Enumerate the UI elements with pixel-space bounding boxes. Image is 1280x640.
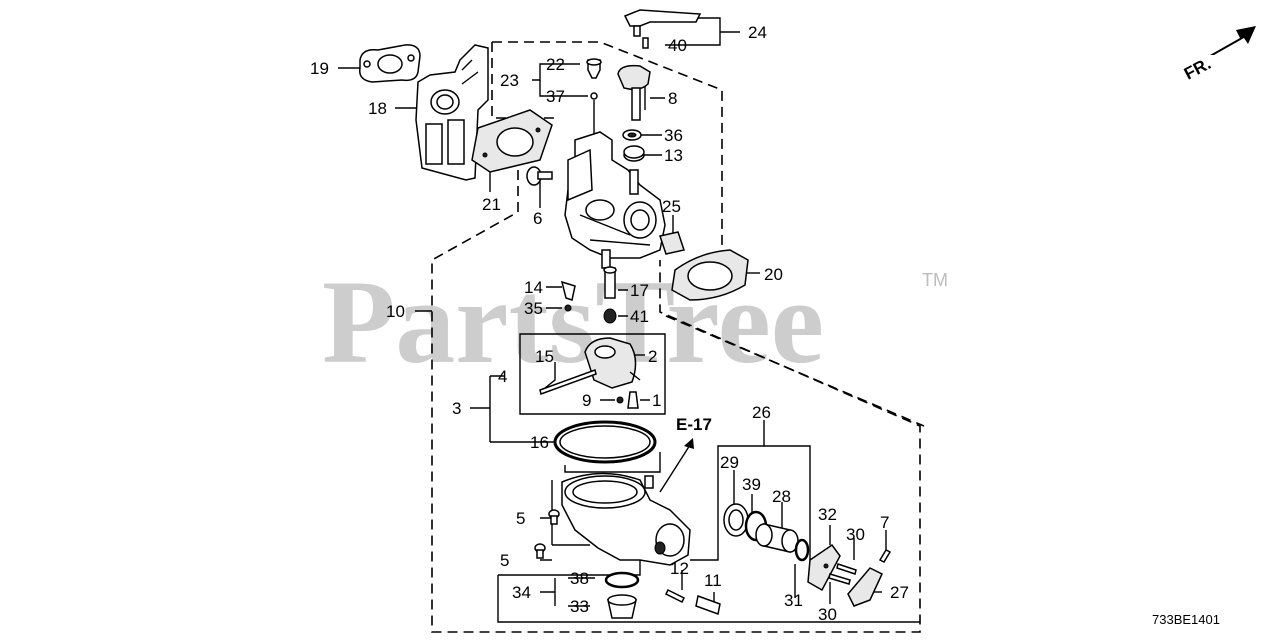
part-drain-plug-33 bbox=[604, 571, 640, 619]
callout-4: 4 bbox=[498, 367, 507, 386]
part-float-valve-1 bbox=[616, 391, 639, 409]
part-carburetor-gasket-21 bbox=[471, 109, 553, 173]
part-carburetor-gasket-20 bbox=[671, 249, 749, 301]
callout-40: 40 bbox=[668, 36, 687, 55]
callout-14: 14 bbox=[524, 278, 543, 297]
front-direction-marker: FR. bbox=[1181, 26, 1256, 84]
diagram-code: 733BE1401 bbox=[1152, 612, 1220, 627]
watermark-trademark: TM bbox=[922, 270, 948, 290]
callout-21: 21 bbox=[482, 195, 501, 214]
callout-19: 19 bbox=[310, 59, 329, 78]
callout-11: 11 bbox=[704, 571, 722, 590]
callout-37: 37 bbox=[546, 87, 565, 106]
part-float-chamber-gasket-16 bbox=[553, 420, 657, 464]
callout-6: 6 bbox=[533, 209, 542, 228]
callout-30a: 30 bbox=[846, 525, 865, 544]
callout-23: 23 bbox=[500, 71, 519, 90]
leader-lines bbox=[338, 17, 920, 623]
part-screw-6 bbox=[526, 166, 553, 186]
part-throttle-shaft-8 bbox=[617, 64, 651, 162]
callout-18: 18 bbox=[368, 99, 387, 118]
callout-20: 20 bbox=[764, 265, 783, 284]
front-direction-label: FR. bbox=[1181, 54, 1214, 84]
front-arrow-icon bbox=[1210, 26, 1256, 55]
callout-9: 9 bbox=[582, 391, 591, 410]
callout-17: 17 bbox=[630, 281, 649, 300]
callout-38: 38 bbox=[570, 569, 589, 588]
part-bolt-5 bbox=[534, 509, 560, 559]
callout-30b: 30 bbox=[818, 605, 837, 624]
part-float-2 bbox=[584, 337, 641, 389]
callout-29: 29 bbox=[720, 453, 739, 472]
part-gasket-25 bbox=[659, 231, 685, 255]
callout-32: 32 bbox=[818, 505, 837, 524]
part-carburetor-body bbox=[564, 131, 666, 269]
callout-7: 7 bbox=[880, 513, 889, 532]
callout-24: 24 bbox=[748, 23, 767, 42]
part-cover-plate-32 bbox=[794, 538, 892, 607]
callout-13: 13 bbox=[664, 146, 683, 165]
part-insulator-gasket-19 bbox=[359, 44, 421, 83]
callout-3: 3 bbox=[452, 399, 461, 418]
reference-e17: E-17 bbox=[676, 415, 712, 434]
callout-2: 2 bbox=[648, 347, 657, 366]
callout-5a: 5 bbox=[516, 509, 525, 528]
part-float-chamber bbox=[561, 472, 691, 566]
callout-labels: 19 18 21 6 23 22 37 24 40 8 36 13 25 20 … bbox=[310, 23, 1220, 627]
part-insulator-plate-18 bbox=[415, 44, 489, 181]
callout-1: 1 bbox=[652, 391, 661, 410]
callout-33: 33 bbox=[570, 597, 589, 616]
callout-12: 12 bbox=[670, 559, 689, 578]
parts bbox=[359, 9, 892, 619]
callout-35: 35 bbox=[524, 299, 543, 318]
callout-15: 15 bbox=[535, 347, 554, 366]
callout-28: 28 bbox=[772, 487, 791, 506]
callout-5b: 5 bbox=[500, 551, 509, 570]
part-float-pin-15 bbox=[539, 369, 597, 395]
part-screw-11 bbox=[664, 588, 721, 616]
part-clip-14 bbox=[560, 280, 576, 312]
callout-39: 39 bbox=[742, 475, 761, 494]
callout-25: 25 bbox=[662, 197, 681, 216]
part-main-jet-17 bbox=[603, 266, 617, 324]
callout-26: 26 bbox=[752, 403, 771, 422]
callout-31: 31 bbox=[784, 591, 803, 610]
part-pilot-screw-22 bbox=[586, 58, 602, 140]
callout-8: 8 bbox=[668, 89, 677, 108]
part-choke-lever-24 bbox=[623, 9, 702, 49]
callout-36: 36 bbox=[664, 126, 683, 145]
watermark-text: PartsTree bbox=[322, 255, 824, 388]
callout-27: 27 bbox=[890, 583, 909, 602]
callout-41: 41 bbox=[630, 307, 649, 326]
part-enrichment-valve-26 bbox=[723, 503, 799, 553]
callout-16: 16 bbox=[530, 433, 549, 452]
callout-34: 34 bbox=[512, 583, 531, 602]
callout-10: 10 bbox=[386, 302, 405, 321]
callout-22: 22 bbox=[546, 55, 565, 74]
